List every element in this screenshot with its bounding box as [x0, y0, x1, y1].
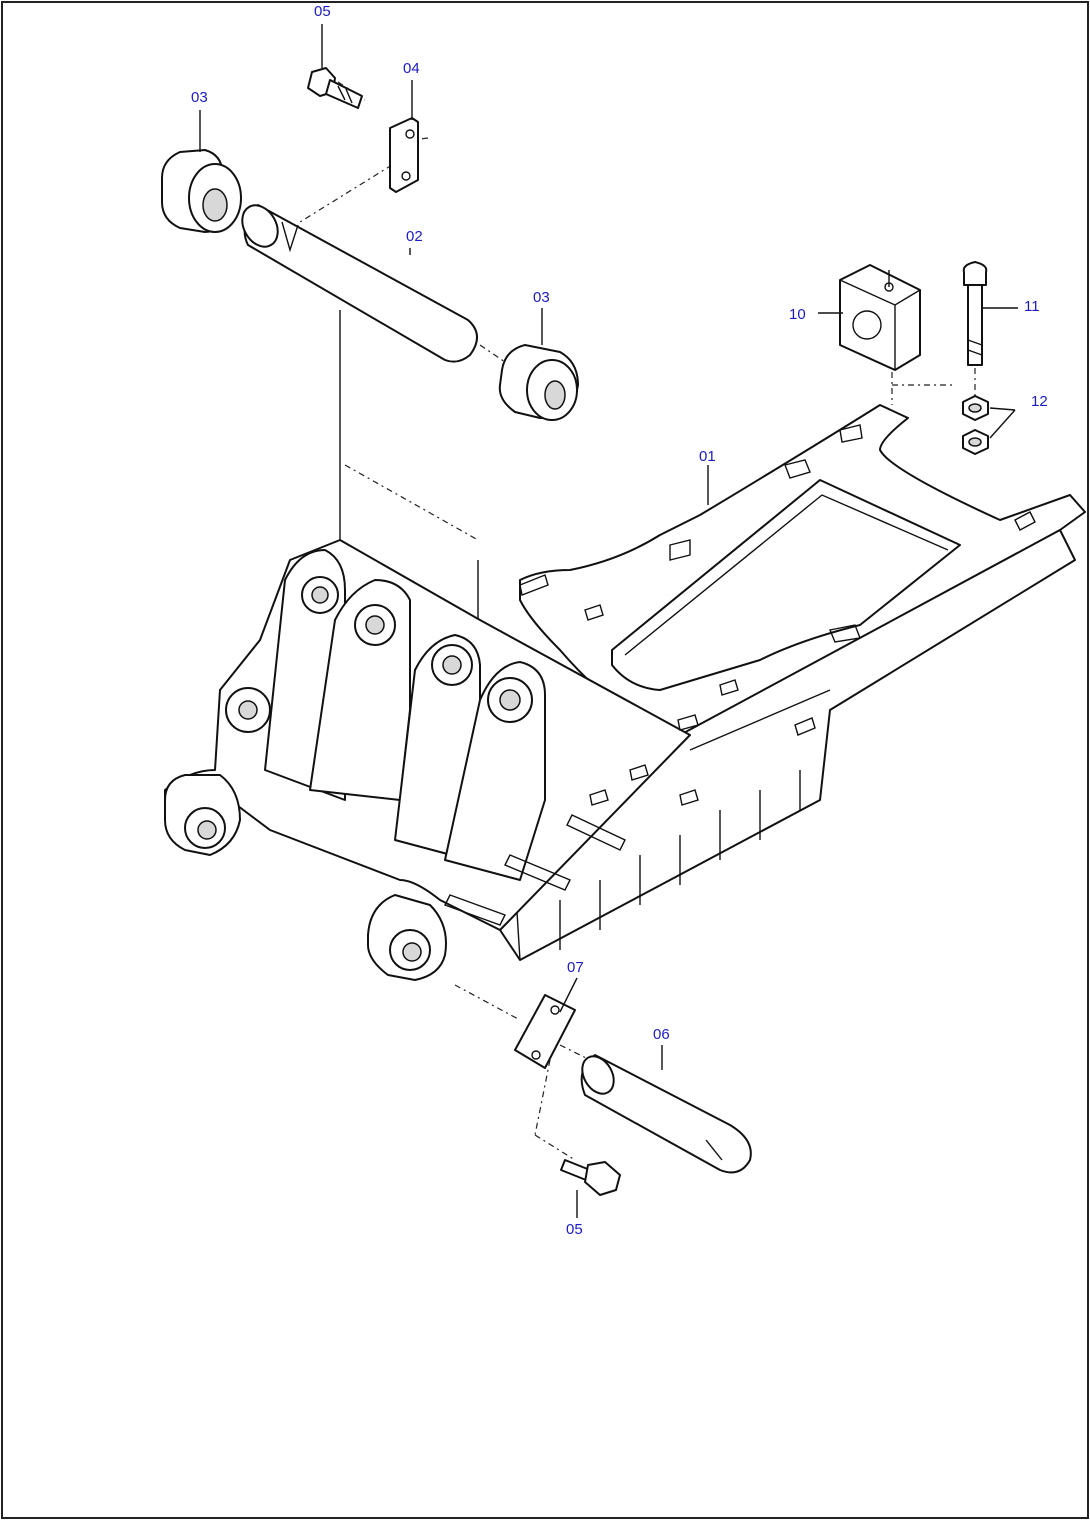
part-02-pin-upper[interactable]: [235, 199, 478, 363]
part-01-frame-body[interactable]: [164, 404, 1086, 981]
callout-03-left: 03: [191, 89, 208, 106]
part-11-bolt-vertical[interactable]: [962, 261, 988, 366]
callout-07: 07: [567, 959, 584, 976]
part-04-lock-plate[interactable]: [389, 117, 419, 193]
part-05-bolt-bottom[interactable]: [560, 1159, 621, 1196]
part-10-block[interactable]: [839, 264, 921, 371]
callout-01: 01: [699, 448, 716, 465]
callout-labels: 05 04 03 02 03 10 11 12 01 07 06 05: [191, 3, 1048, 1238]
callout-10: 10: [789, 306, 806, 323]
callout-06: 06: [653, 1026, 670, 1043]
assembly-lines: [299, 81, 976, 1161]
part-03-bushing-left[interactable]: [161, 149, 242, 233]
callout-05-top: 05: [314, 3, 331, 20]
part-12-nuts[interactable]: [962, 395, 989, 455]
leader-lines: [199, 24, 1018, 1218]
callout-11: 11: [1024, 298, 1040, 315]
callout-02: 02: [406, 228, 423, 245]
callout-05-bottom: 05: [566, 1221, 583, 1238]
part-03-bushing-right[interactable]: [498, 344, 579, 421]
callout-04: 04: [403, 60, 420, 77]
part-06-pin-lower[interactable]: [576, 1051, 752, 1174]
callout-03-right: 03: [533, 289, 550, 306]
callout-12: 12: [1031, 393, 1048, 410]
part-05-bolt-top[interactable]: [307, 67, 363, 109]
part-07-lock-plate[interactable]: [514, 994, 576, 1069]
